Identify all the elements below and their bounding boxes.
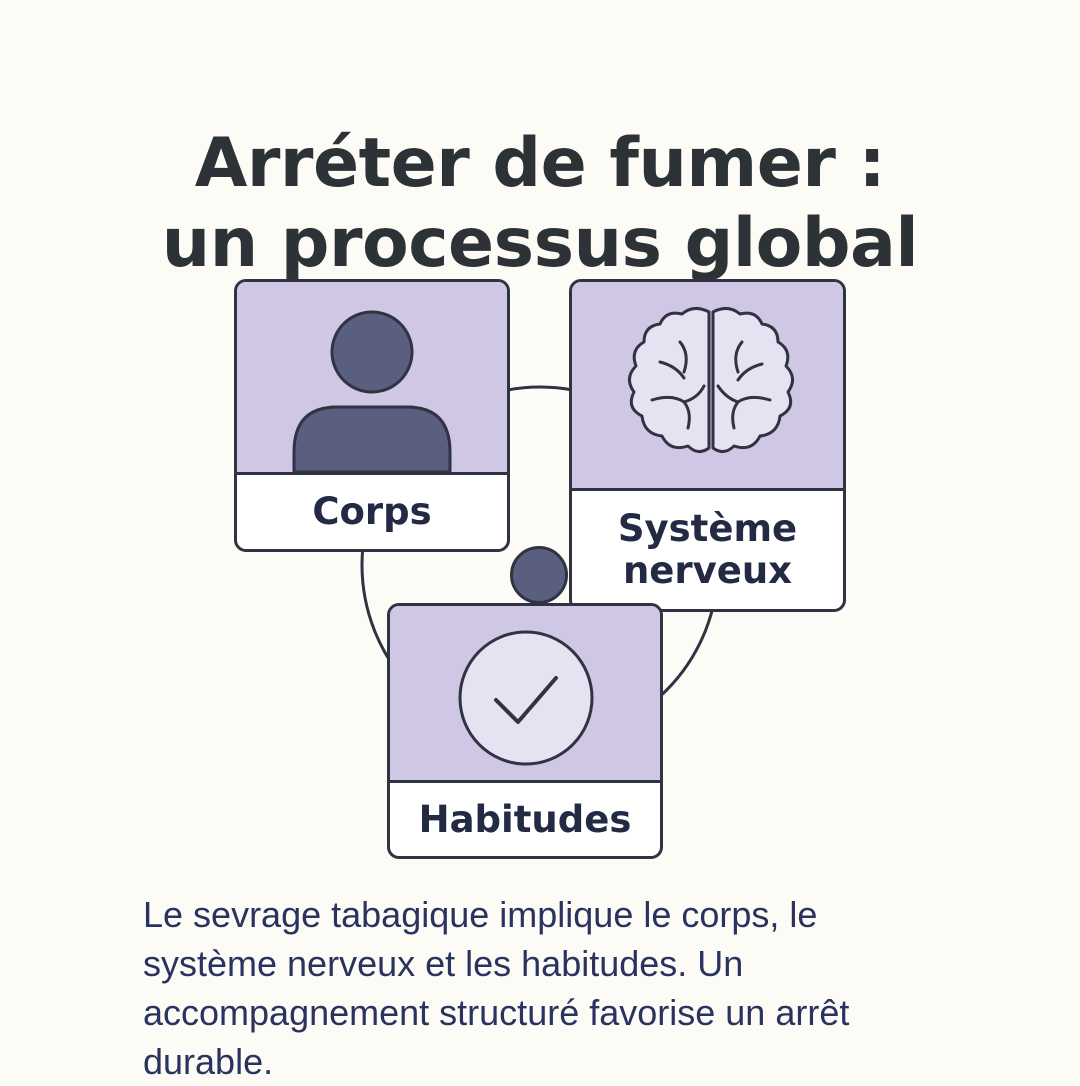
card-habitudes-illustration (390, 606, 660, 783)
title-line-2: un processus global (161, 203, 919, 283)
title-line-1: Arréter de fumer : (194, 123, 886, 203)
brain-icon (628, 307, 794, 453)
card-systeme-label-line-1: Système (617, 507, 798, 550)
card-systeme-label: Système nerveux (572, 491, 843, 609)
connector-dot (510, 546, 568, 604)
card-systeme-nerveux: Système nerveux (569, 279, 846, 612)
person-icon (292, 310, 452, 472)
card-habitudes: Habitudes (387, 603, 663, 859)
card-corps-label: Corps (312, 490, 432, 533)
card-corps-illustration (237, 282, 507, 475)
card-systeme-illustration (572, 282, 843, 491)
card-systeme-label-line-2: nerveux (622, 549, 793, 592)
check-circle-icon (458, 630, 594, 766)
card-habitudes-label: Habitudes (418, 797, 632, 841)
page-title: Arréter de fumer : un processus global (0, 124, 1080, 284)
description-text: Le sevrage tabagique implique le corps, … (143, 894, 850, 1082)
card-corps: Corps (234, 279, 510, 552)
